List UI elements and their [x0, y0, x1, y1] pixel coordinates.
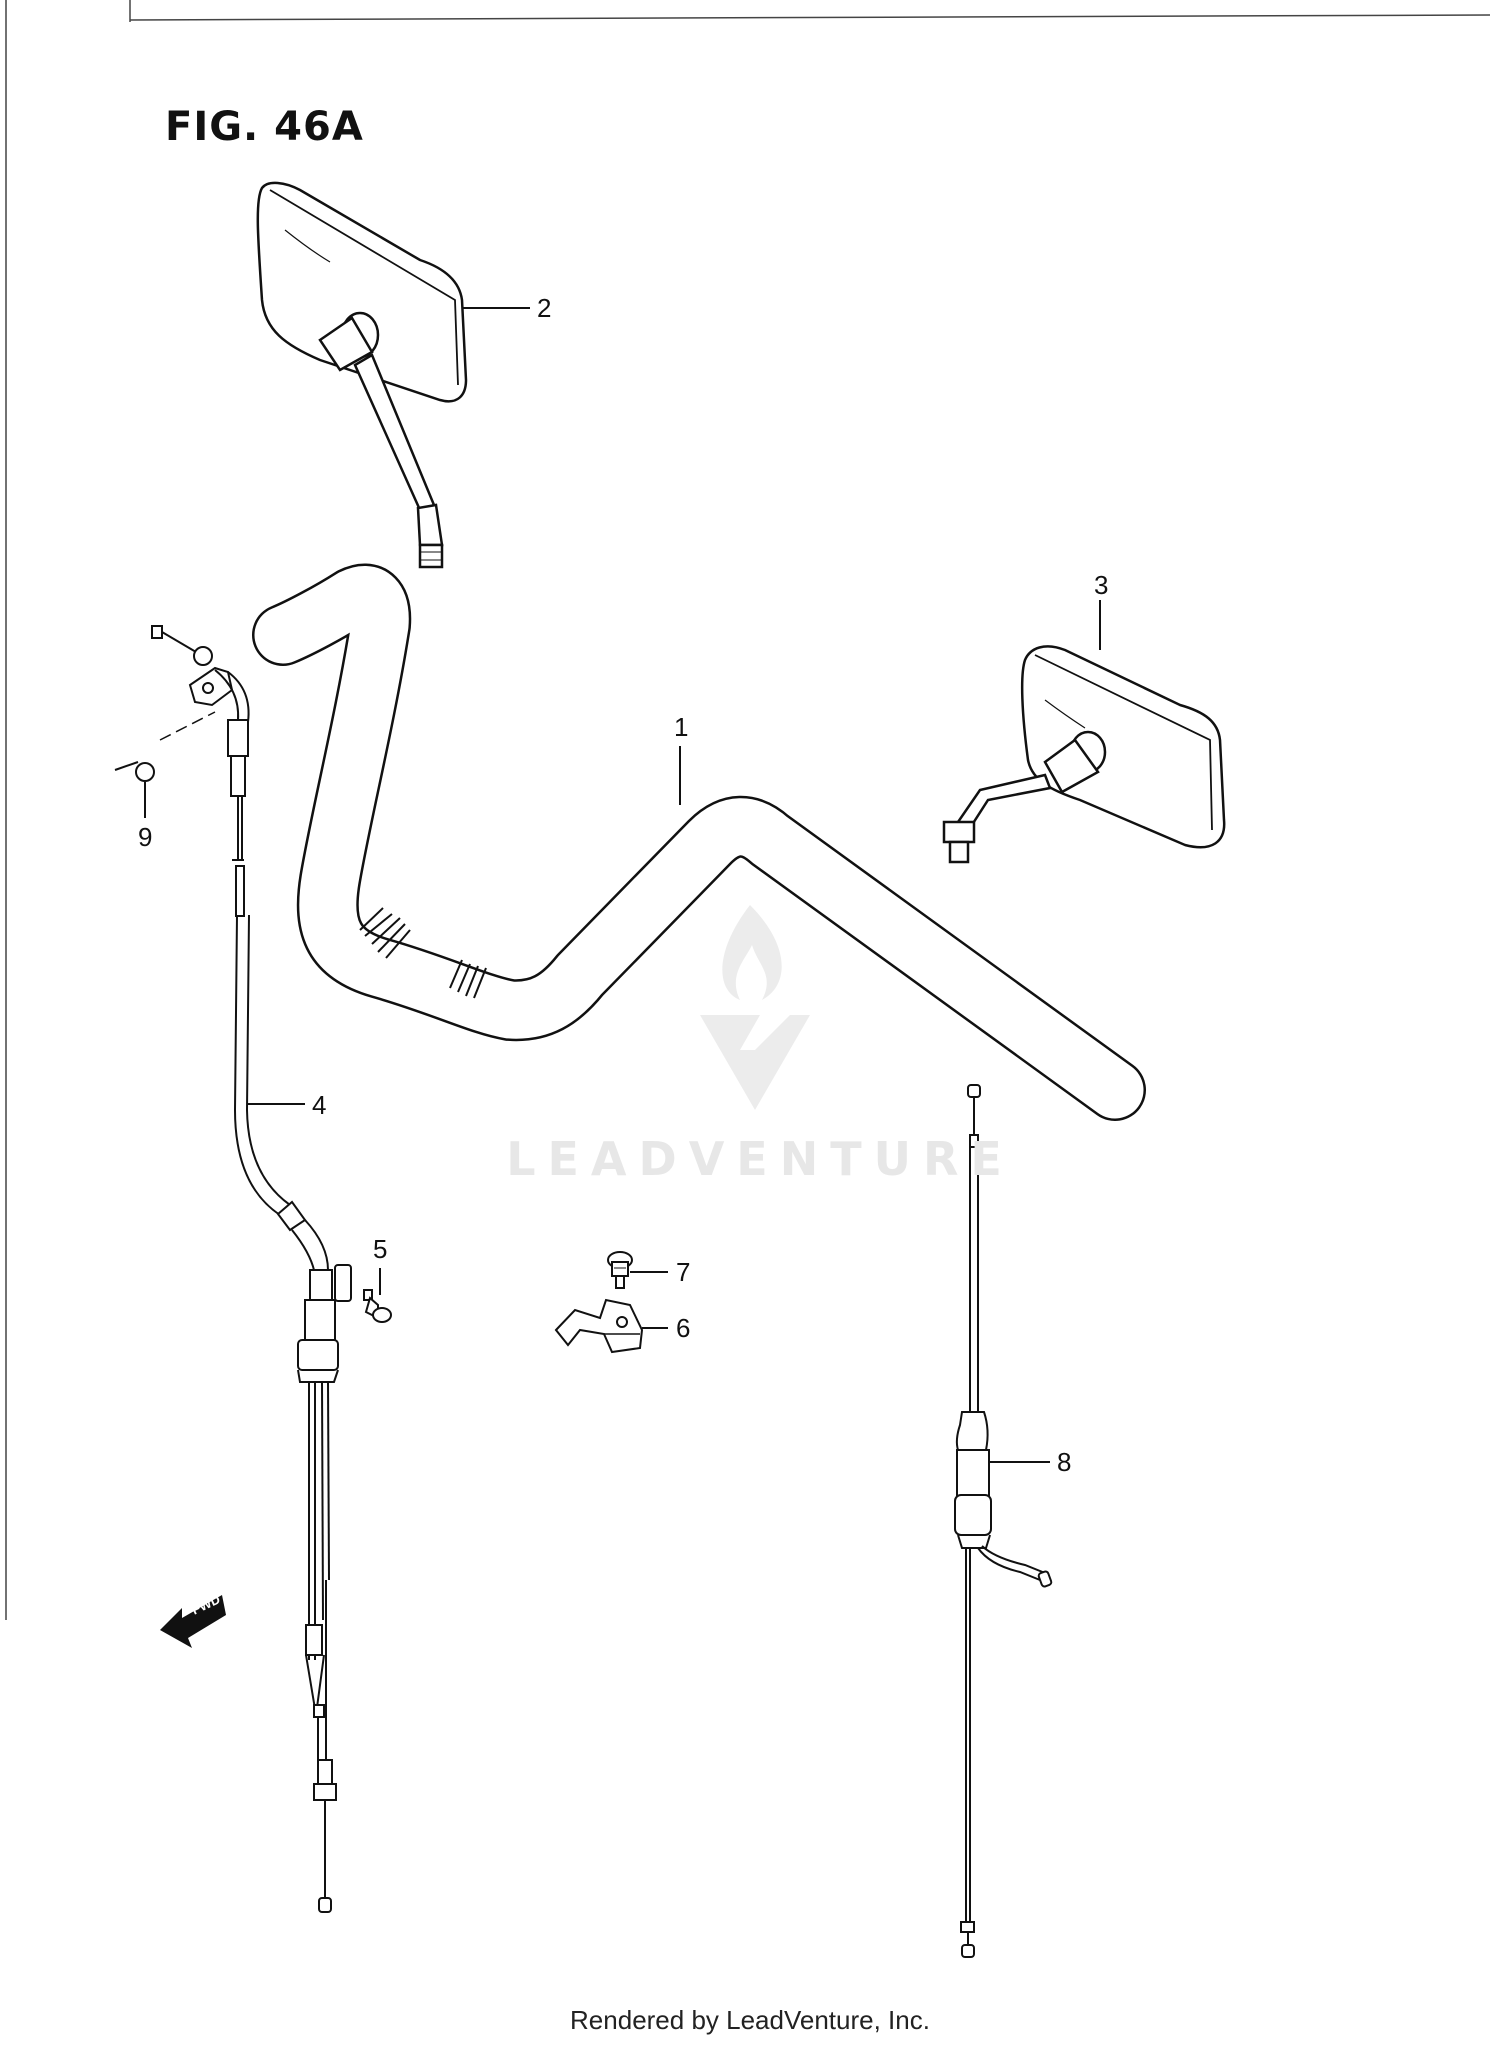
handlebar — [252, 563, 1146, 1121]
choke-cable — [954, 1084, 1053, 1958]
page-frame — [5, 0, 1491, 1620]
callout-8: 8 — [1057, 1447, 1072, 1477]
throttle-cable — [188, 666, 352, 1913]
fwd-arrow-icon — [160, 1595, 226, 1648]
callout-9: 9 — [138, 822, 153, 852]
callout-2: 2 — [537, 293, 552, 323]
bolt-part-5 — [363, 1289, 392, 1323]
footer-credit: Rendered by LeadVenture, Inc. — [570, 2005, 930, 2035]
mirror-right — [942, 645, 1226, 864]
callout-5: 5 — [373, 1234, 388, 1264]
callout-3: 3 — [1094, 570, 1109, 600]
screw-part-9 — [114, 625, 216, 782]
callout-6: 6 — [676, 1313, 691, 1343]
watermark-logo-icon — [700, 905, 810, 1110]
bolt-part-7 — [607, 1251, 633, 1289]
mirror-left — [256, 181, 468, 569]
callout-4: 4 — [312, 1090, 327, 1120]
figure-title: FIG. 46A — [165, 104, 364, 150]
leader-lines — [144, 307, 1101, 1463]
callout-7: 7 — [676, 1257, 691, 1287]
watermark-text: LEADVENTURE — [506, 1132, 1014, 1186]
clamp-part-6 — [554, 1298, 644, 1354]
callout-1: 1 — [674, 712, 689, 742]
